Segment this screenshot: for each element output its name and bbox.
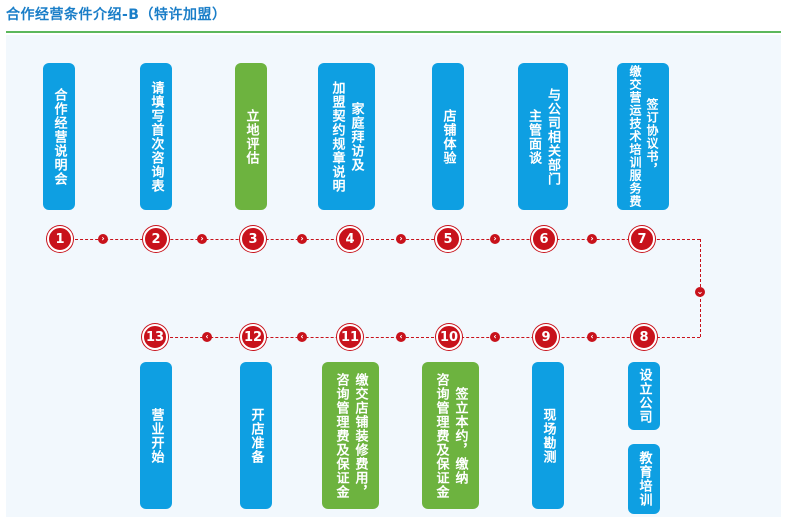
title-divider: [6, 31, 781, 33]
step-9-number: 9: [533, 324, 559, 350]
step-6-card: 与公司相关部门 主管面谈: [518, 63, 568, 210]
step-2-text: 请填写首次咨询表: [148, 80, 164, 193]
chevron-left-icon: ‹: [396, 332, 406, 342]
step-2-card: 请填写首次咨询表: [140, 63, 172, 210]
step-7-card: 签订协议书， 缴交营运技术培训服务费: [617, 63, 669, 210]
step-1-number: 1: [47, 226, 73, 252]
chevron-right-icon: ›: [490, 234, 500, 244]
step-3-number: 3: [240, 226, 266, 252]
step-12-card: 开店准备: [240, 362, 272, 509]
step-4-text-line1: 家庭拜访及: [348, 101, 364, 172]
step-5-text: 店铺体验: [440, 108, 456, 165]
chevron-left-icon: ‹: [490, 332, 500, 342]
top-connector-line: [60, 239, 700, 240]
step-8-extra-card: 教育培训: [628, 444, 660, 514]
chevron-right-icon: ›: [396, 234, 406, 244]
step-10-card: 签立本约，缴纳 咨询管理费及保证金: [422, 362, 479, 509]
step-5-card: 店铺体验: [432, 63, 464, 210]
step-8-text: 设立公司: [636, 368, 652, 424]
step-11-number: 11: [337, 324, 363, 350]
step-7-text-line1: 签订协议书，: [645, 97, 659, 176]
chevron-left-icon: ‹: [587, 332, 597, 342]
step-10-text-line1: 签立本约，缴纳: [452, 386, 468, 485]
step-1-text: 合作经营说明会: [51, 87, 67, 186]
step-13-number: 13: [142, 324, 168, 350]
step-7-number: 7: [629, 226, 655, 252]
step-6-number: 6: [531, 226, 557, 252]
step-4-card: 家庭拜访及 加盟契约规章说明: [318, 63, 375, 210]
chevron-down-icon: ⌄: [695, 287, 705, 297]
step-1-card: 合作经营说明会: [43, 63, 75, 210]
step-11-text-line1: 缴交店铺装修费用，: [352, 372, 368, 499]
step-7-text-line2: 缴交营运技术培训服务费: [628, 65, 642, 208]
step-11-text-line2: 咨询管理费及保证金: [333, 372, 349, 499]
bottom-connector-line: [155, 337, 700, 338]
step-4-number: 4: [337, 226, 363, 252]
step-12-number: 12: [240, 324, 266, 350]
step-3-card: 立地评估: [235, 63, 267, 210]
chevron-right-icon: ›: [98, 234, 108, 244]
page-title: 合作经营条件介绍-B（特许加盟）: [6, 7, 227, 23]
step-8-number: 8: [631, 324, 657, 350]
step-10-number: 10: [436, 324, 462, 350]
step-6-text-line1: 与公司相关部门: [545, 87, 560, 186]
step-11-card: 缴交店铺装修费用， 咨询管理费及保证金: [322, 362, 379, 509]
chevron-left-icon: ‹: [297, 332, 307, 342]
step-8-card: 设立公司: [628, 362, 660, 430]
step-9-text: 现场勘测: [540, 407, 556, 464]
step-13-card: 营业开始: [140, 362, 172, 509]
step-4-text-line2: 加盟契约规章说明: [329, 80, 345, 193]
step-3-text: 立地评估: [243, 108, 259, 165]
step-12-text: 开店准备: [248, 407, 264, 464]
step-2-number: 2: [143, 226, 169, 252]
step-6-text-line2: 主管面谈: [526, 108, 541, 165]
step-5-number: 5: [435, 226, 461, 252]
chevron-right-icon: ›: [297, 234, 307, 244]
chevron-right-icon: ›: [197, 234, 207, 244]
chevron-left-icon: ‹: [202, 332, 212, 342]
step-13-text: 营业开始: [148, 407, 164, 464]
chevron-right-icon: ›: [587, 234, 597, 244]
step-8-extra-text: 教育培训: [636, 451, 652, 507]
step-9-card: 现场勘测: [532, 362, 564, 509]
step-10-text-line2: 咨询管理费及保证金: [433, 372, 449, 499]
